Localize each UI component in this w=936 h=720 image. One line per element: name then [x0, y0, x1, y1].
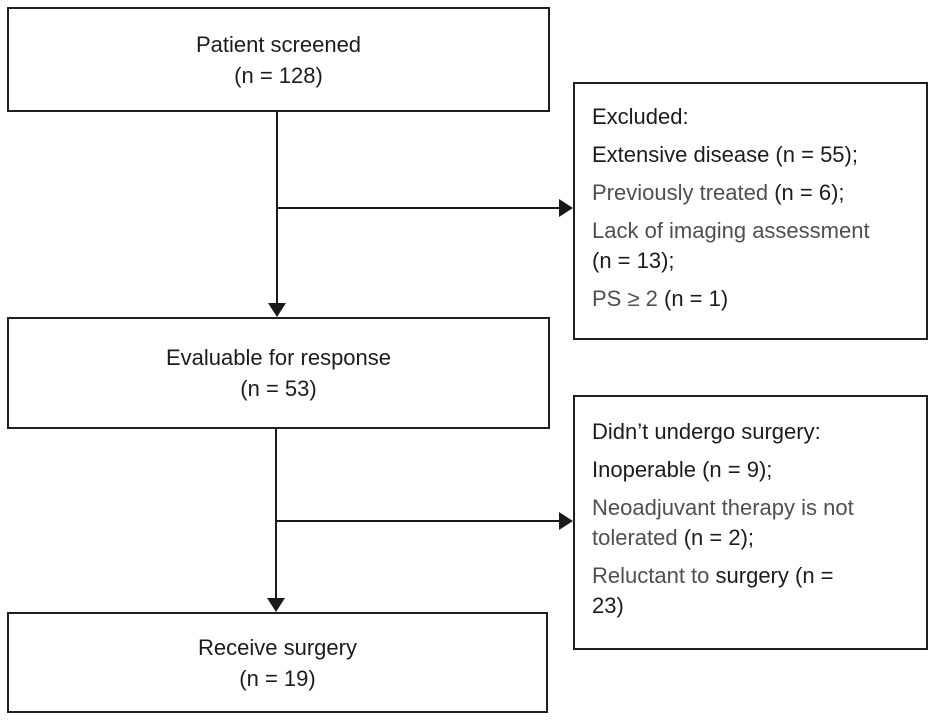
no-surgery-item-reluctant: Reluctant to surgery (n = — [592, 563, 834, 588]
excluded-item-extensive-disease: Extensive disease (n = 55); — [592, 142, 858, 167]
box-evaluable-title: Evaluable for response — [165, 345, 392, 370]
box-excluded: Excluded: Extensive disease (n = 55); Pr… — [573, 82, 928, 340]
arrowhead-right-no-surgery — [559, 512, 573, 530]
box-patient-screened: Patient screened (n = 128) — [7, 7, 550, 112]
no-surgery-item-neoadjuvant: Neoadjuvant therapy is not — [592, 495, 854, 520]
box-patient-screened-title: Patient screened — [195, 31, 362, 57]
arrowhead-down-surgery — [267, 598, 285, 612]
no-surgery-item-reluctant-count: 23) — [592, 593, 624, 618]
excluded-item-previously-treated: Previously treated (n = 6); — [592, 180, 845, 205]
arrowhead-down-evaluable — [268, 303, 286, 317]
no-surgery-item-inoperable: Inoperable (n = 9); — [592, 457, 773, 482]
connector-evaluable-to-surgery — [275, 429, 277, 598]
connector-to-excluded — [277, 207, 559, 209]
box-receive-surgery-title: Receive surgery — [198, 634, 357, 660]
box-evaluable-for-response: Evaluable for response (n = 53) — [7, 317, 550, 429]
excluded-header: Excluded: — [592, 104, 689, 129]
box-receive-surgery-count: (n = 19) — [239, 665, 316, 691]
no-surgery-item-neoadjuvant-count: tolerated (n = 2); — [592, 525, 755, 550]
arrowhead-right-excluded — [559, 199, 573, 217]
box-patient-screened-count: (n = 128) — [234, 62, 323, 88]
excluded-item-ps: PS ≥ 2 (n = 1) — [592, 286, 729, 311]
no-surgery-header: Didn’t undergo surgery: — [592, 419, 821, 444]
box-receive-surgery: Receive surgery (n = 19) — [7, 612, 548, 713]
box-evaluable-count: (n = 53) — [240, 376, 317, 401]
excluded-item-lack-of-imaging: Lack of imaging assessment — [592, 218, 870, 243]
box-no-surgery: Didn’t undergo surgery: Inoperable (n = … — [573, 395, 928, 650]
excluded-item-lack-of-imaging-count: (n = 13); — [592, 248, 675, 273]
connector-to-no-surgery — [276, 520, 559, 522]
